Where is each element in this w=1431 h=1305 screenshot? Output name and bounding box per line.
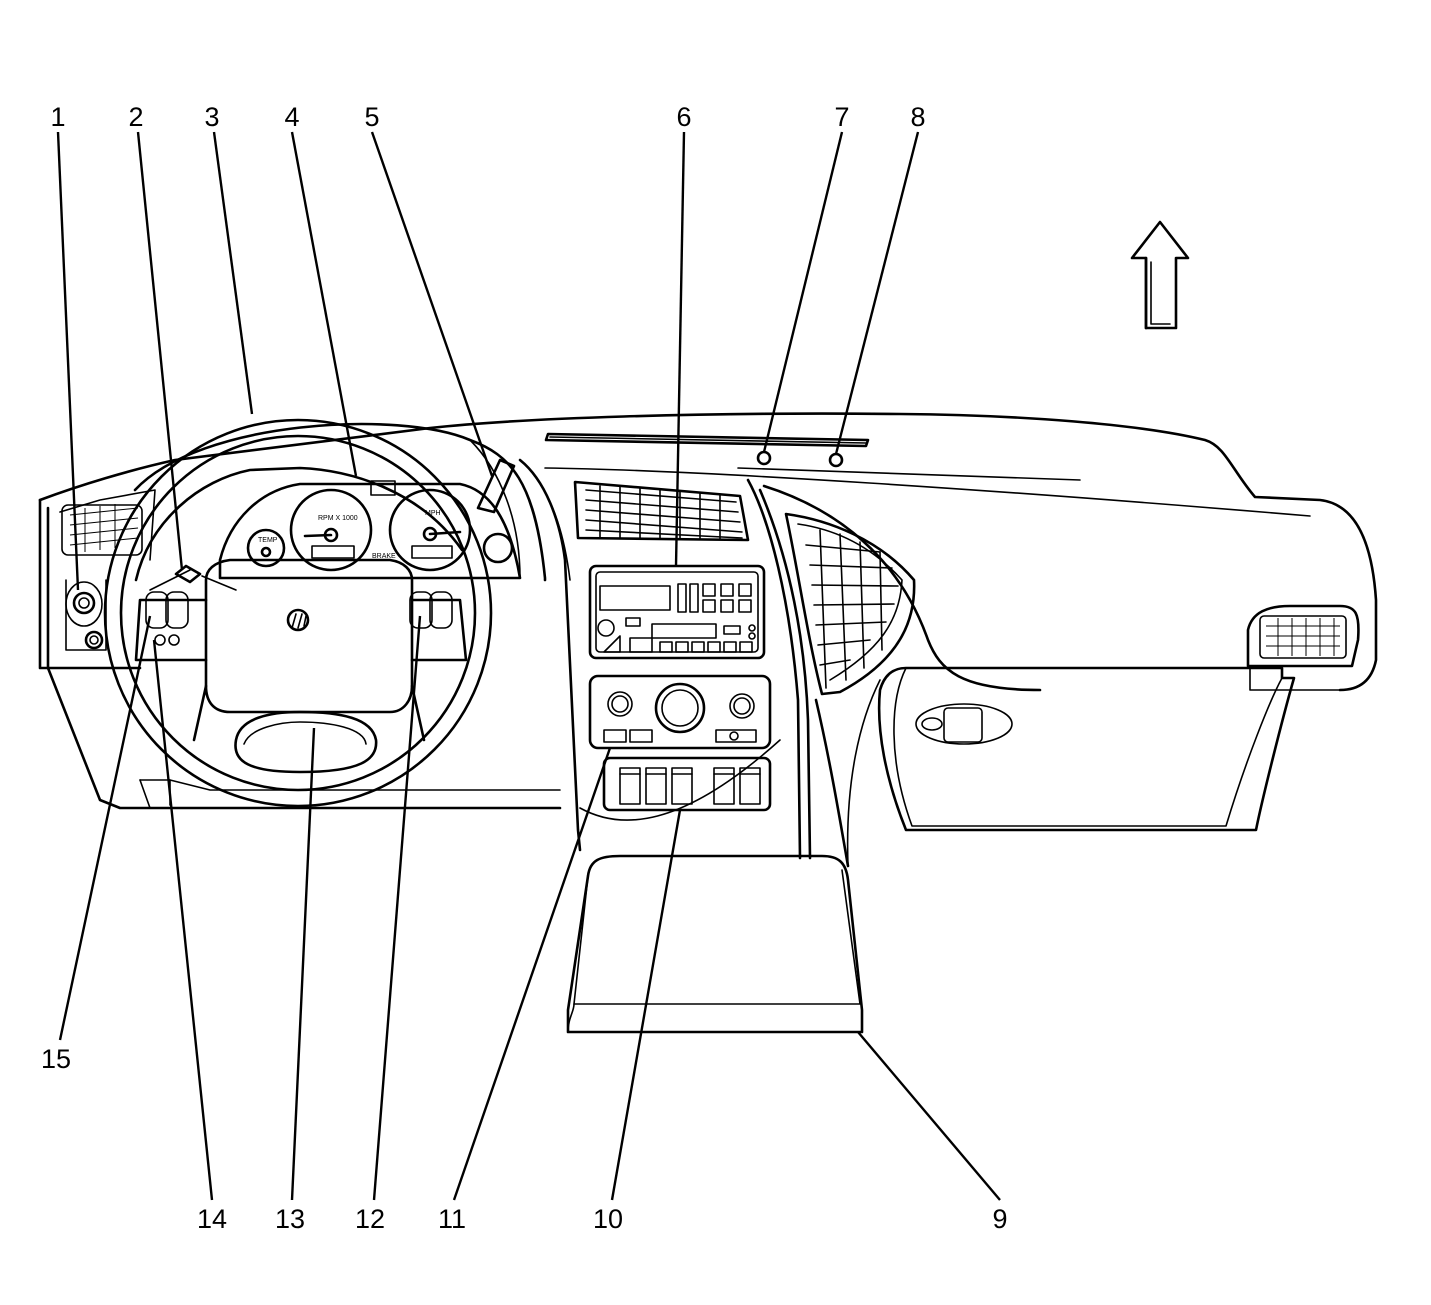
instrument-panel: RPM X 1000 MPH TEMP BRAKE [38,412,1378,1034]
callout-10: 10 [593,1204,623,1234]
callout-2: 2 [128,102,143,132]
rpm-label: RPM X 1000 [318,515,358,522]
callout-8: 8 [910,102,925,132]
callout-4: 4 [284,102,299,132]
up-arrow-icon [1130,220,1190,330]
callout-12: 12 [355,1204,385,1234]
mph-label: MPH [425,510,441,517]
leader-lines [56,131,1001,1201]
temp-label: TEMP [258,537,278,544]
callout-13: 13 [275,1204,305,1234]
callout-11: 11 [438,1204,466,1234]
callout-14: 14 [197,1204,227,1234]
callout-7: 7 [834,102,849,132]
steering-wheel [103,418,493,808]
callout-labels: 1 2 3 4 5 6 7 8 9 10 11 12 13 14 15 [41,102,1008,1234]
brake-label: BRAKE [372,553,396,560]
callout-15: 15 [41,1044,71,1074]
callout-5: 5 [364,102,379,132]
callout-6: 6 [676,102,691,132]
buick-logo-icon [286,608,310,632]
callout-1: 1 [50,102,65,132]
callout-3: 3 [204,102,219,132]
callout-9: 9 [992,1204,1007,1234]
